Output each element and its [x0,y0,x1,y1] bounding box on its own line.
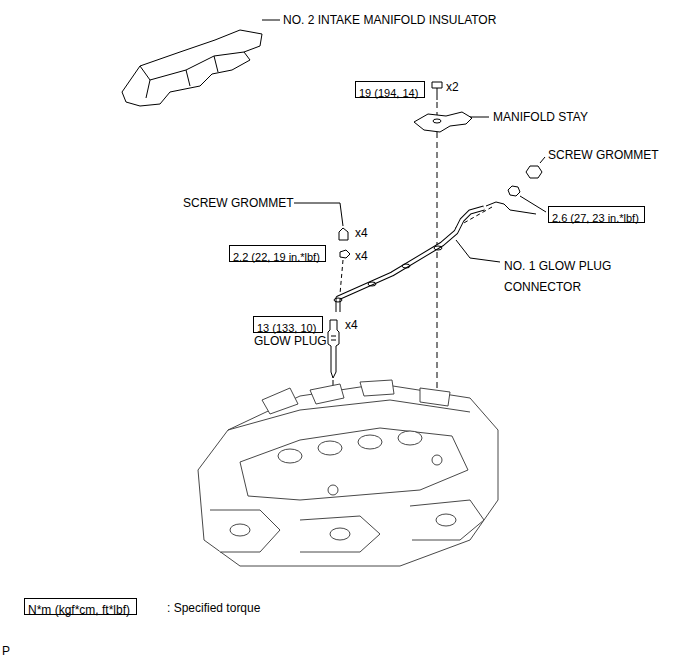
quantity: x4 [345,318,358,332]
part-name: SCREW GROMMET [548,148,659,162]
page-marker: P [2,644,10,658]
quantity: x4 [355,249,368,263]
part-name: MANIFOLD STAY [493,110,588,124]
part-name: NO. 2 INTAKE MANIFOLD INSULATOR [283,13,496,27]
part-name: GLOW PLUG [254,334,327,348]
quantity: x4 [355,226,368,240]
part-name: SCREW GROMMET [183,196,294,210]
torque-box: N*m (kgf*cm, ft*lbf) [24,598,137,615]
legend-text: : Specified torque [167,601,260,615]
torque-box: 2.6 (27, 23 in.*lbf) [548,206,645,223]
torque-value: N*m (kgf*cm, ft*lbf) [28,604,130,617]
torque-value: 2.2 (22, 19 in.*lbf) [233,251,320,264]
torque-value: 19 (194, 14) [359,87,418,100]
torque-value: 2.6 (27, 23 in.*lbf) [552,212,639,225]
torque-box: 2.2 (22, 19 in.*lbf) [229,245,326,262]
torque-box: 13 (133, 10) [253,316,323,333]
part-name: NO. 1 GLOW PLUG CONNECTOR [504,256,624,298]
torque-box: 19 (194, 14) [355,81,425,98]
quantity: x2 [446,80,459,94]
